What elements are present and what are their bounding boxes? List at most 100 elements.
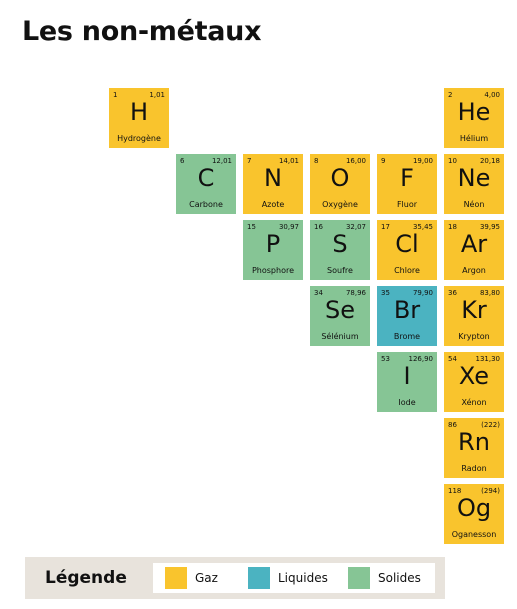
element-name: Carbone — [189, 200, 223, 209]
element-number: 8 — [314, 157, 319, 165]
element-mass: 79,90 — [412, 289, 433, 297]
legend-swatch-liquides — [248, 567, 270, 589]
element-number: 53 — [381, 355, 390, 363]
legend-label: Solides — [378, 571, 421, 585]
element-name: Brome — [393, 332, 421, 341]
legend-label: Liquides — [278, 571, 328, 585]
element-mass: 35,45 — [412, 223, 433, 231]
element-name: Argon — [462, 266, 486, 275]
element-mass: 30,97 — [278, 223, 299, 231]
element-number: 17 — [381, 223, 390, 231]
element-symbol: Cl — [395, 230, 419, 258]
element-mass: 16,00 — [345, 157, 366, 165]
element-number: 34 — [314, 289, 323, 297]
element-name: Krypton — [458, 332, 490, 341]
element-name: Sélénium — [321, 332, 359, 341]
element-mass: 14,01 — [278, 157, 299, 165]
element-number: 35 — [381, 289, 390, 297]
element-name: Chlore — [394, 266, 420, 275]
element-number: 16 — [314, 223, 323, 231]
element-symbol: H — [129, 98, 149, 126]
element-symbol: N — [264, 164, 282, 192]
element-name: Phosphore — [251, 266, 295, 275]
element-mass: 32,07 — [345, 223, 366, 231]
element-number: 118 — [448, 487, 462, 495]
element-number: 36 — [448, 289, 457, 297]
element-mass: (222) — [481, 421, 500, 429]
element-name: Xénon — [461, 398, 487, 407]
legend-title: Légende — [45, 568, 127, 588]
element-mass: 19,00 — [412, 157, 433, 165]
legend-swatch-gaz — [165, 567, 187, 589]
element-symbol: Og — [456, 494, 492, 522]
legend-label: Gaz — [195, 571, 218, 585]
element-symbol: Br — [393, 296, 421, 324]
element-name: Néon — [463, 200, 485, 209]
element-symbol: Se — [325, 296, 355, 324]
element-symbol: S — [332, 230, 348, 258]
element-symbol: O — [330, 164, 350, 192]
element-name: Soufre — [327, 266, 353, 275]
element-number: 54 — [448, 355, 457, 363]
element-mass: 1,01 — [149, 91, 165, 99]
element-symbol: Rn — [458, 428, 490, 456]
element-number: 15 — [247, 223, 256, 231]
element-name: Hélium — [459, 134, 489, 143]
element-mass: 39,95 — [479, 223, 500, 231]
element-number: 1 — [113, 91, 118, 99]
legend-items: Gaz Liquides Solides — [153, 563, 435, 593]
element-number: 10 — [448, 157, 457, 165]
element-name: Fluor — [396, 200, 418, 209]
element-mass: 131,30 — [475, 355, 501, 363]
element-symbol: C — [197, 164, 215, 192]
element-mass: 12,01 — [211, 157, 232, 165]
element-mass: 78,96 — [345, 289, 366, 297]
element-number: 9 — [381, 157, 386, 165]
legend: Légende Gaz Liquides Solides — [25, 557, 445, 599]
element-mass: 4,00 — [484, 91, 500, 99]
element-number: 18 — [448, 223, 457, 231]
element-mass: 83,80 — [479, 289, 500, 297]
element-symbol: Ar — [460, 230, 488, 258]
element-symbol: I — [403, 362, 411, 390]
element-symbol: Kr — [461, 296, 487, 324]
element-name: Hydrogène — [117, 134, 161, 143]
element-name: Oxygène — [322, 200, 358, 209]
element-number: 6 — [180, 157, 185, 165]
element-mass: 126,90 — [408, 355, 434, 363]
element-symbol: F — [400, 164, 414, 192]
element-number: 2 — [448, 91, 453, 99]
element-number: 86 — [448, 421, 457, 429]
element-name: Oganesson — [451, 530, 497, 539]
legend-swatch-solides — [348, 567, 370, 589]
element-name: Iode — [398, 398, 416, 407]
page-title: Les non-métaux — [22, 16, 262, 47]
element-symbol: Xe — [458, 362, 490, 390]
element-mass: 20,18 — [479, 157, 500, 165]
element-name: Radon — [461, 464, 487, 473]
element-number: 7 — [247, 157, 252, 165]
element-mass: (294) — [481, 487, 500, 495]
element-symbol: Ne — [457, 164, 491, 192]
element-name: Azote — [261, 200, 285, 209]
element-symbol: He — [457, 98, 491, 126]
